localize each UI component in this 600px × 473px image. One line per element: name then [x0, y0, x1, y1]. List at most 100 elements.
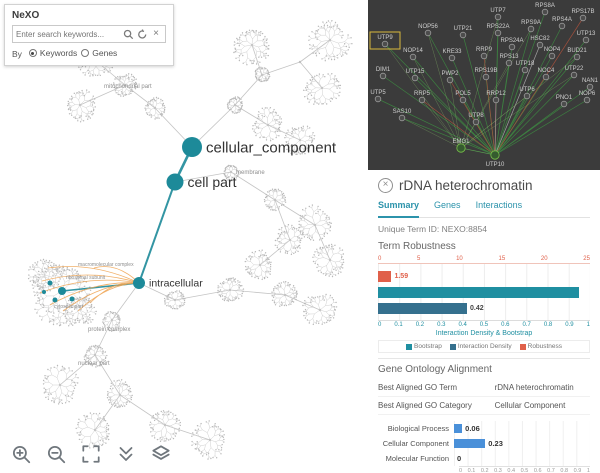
network-node[interactable]: [560, 100, 568, 108]
search-mode-genes[interactable]: Genes: [81, 48, 117, 58]
radio-icon[interactable]: [81, 49, 90, 57]
network-node-label: NAN1: [582, 78, 599, 84]
network-node[interactable]: [573, 53, 581, 61]
robustness-bar: [378, 271, 392, 282]
network-node[interactable]: [480, 52, 488, 60]
network-node[interactable]: [527, 25, 535, 33]
network-node[interactable]: [542, 73, 550, 81]
tree-branches: [59, 39, 331, 441]
tree-term-label: cytosolic part: [54, 304, 84, 310]
network-node[interactable]: [582, 36, 590, 44]
network-node[interactable]: [523, 92, 531, 100]
network-node[interactable]: [459, 31, 467, 39]
network-node[interactable]: [409, 53, 417, 61]
bottom-axis-tick: 0.1: [394, 322, 403, 328]
bottom-axis-tick: 0.6: [501, 322, 510, 328]
network-node[interactable]: [548, 52, 556, 60]
network-node[interactable]: [379, 72, 387, 80]
fit-view-button[interactable]: [78, 441, 104, 467]
network-node[interactable]: [536, 41, 544, 49]
network-node[interactable]: [505, 59, 513, 67]
network-node-label: NOP14: [403, 48, 423, 54]
tree-node-label: intracellular: [149, 278, 203, 290]
network-node-label: UTP18: [516, 61, 535, 67]
network-node[interactable]: [374, 95, 382, 103]
tree-cluster-node[interactable]: [69, 296, 75, 302]
network-edges-secondary: [384, 16, 578, 156]
network-node[interactable]: [570, 71, 578, 79]
network-node[interactable]: [586, 83, 594, 91]
tree-node-cellular-component[interactable]: [182, 137, 202, 157]
app-title: NeXO: [12, 10, 40, 21]
network-node[interactable]: [558, 22, 566, 30]
tree-cluster-node[interactable]: [42, 290, 46, 294]
search-input[interactable]: [16, 29, 120, 39]
unique-term-id: Unique Term ID: NEXO:8854: [378, 224, 590, 234]
collapse-button[interactable]: [113, 441, 139, 467]
network-node[interactable]: [472, 118, 480, 126]
network-node[interactable]: [508, 43, 516, 51]
network-node[interactable]: [490, 150, 500, 160]
network-node-label: RRP12: [486, 91, 506, 97]
network-node-label: NOP4: [544, 47, 561, 53]
zoom-out-button[interactable]: [43, 441, 69, 467]
network-node[interactable]: [398, 114, 406, 122]
network-node[interactable]: [521, 66, 529, 74]
close-icon[interactable]: ×: [378, 178, 393, 193]
go-row-label: Best Aligned GO Term: [378, 383, 457, 392]
network-node[interactable]: [381, 40, 389, 48]
network-node[interactable]: [456, 143, 466, 153]
tree-node-intracellular[interactable]: [133, 277, 145, 289]
zoom-in-button[interactable]: [8, 441, 34, 467]
network-node[interactable]: [579, 14, 587, 22]
network-node[interactable]: [418, 96, 426, 104]
tree-cluster-node[interactable]: [52, 297, 58, 303]
network-node[interactable]: [541, 8, 549, 16]
tree-term-label: mitochondrial part: [104, 84, 152, 90]
network-node-label: PWP2: [441, 71, 459, 77]
search-box: ×: [12, 25, 166, 43]
term-id-label: Unique Term ID:: [378, 224, 440, 234]
network-node-label: UTP8: [468, 113, 484, 119]
search-mode-keywords[interactable]: Keywords: [28, 48, 77, 58]
network-node[interactable]: [583, 96, 591, 104]
tab-summary[interactable]: Summary: [378, 200, 420, 218]
tab-genes[interactable]: Genes: [434, 200, 461, 210]
go-axis-tick: 0.6: [533, 468, 542, 473]
tree-node-cell-part[interactable]: [166, 173, 184, 191]
network-node[interactable]: [459, 96, 467, 104]
tree-cluster-node[interactable]: [47, 280, 53, 286]
clear-icon[interactable]: ×: [153, 28, 159, 39]
go-row-value: Cellular Component: [494, 401, 566, 410]
robustness-bar-row: 0.42: [378, 302, 590, 315]
network-node[interactable]: [482, 73, 490, 81]
layers-icon: [152, 445, 170, 460]
go-axis-tick: 0.1: [467, 468, 476, 473]
tree-term-label: ribosomal subunit: [66, 275, 106, 281]
network-edges: [494, 44, 541, 156]
layers-button[interactable]: [148, 441, 174, 467]
network-node-label: DIM1: [376, 67, 391, 73]
tree-cluster-node[interactable]: [58, 287, 66, 295]
network-node[interactable]: [446, 76, 454, 84]
tab-interactions[interactable]: Interactions: [475, 200, 523, 210]
network-node[interactable]: [411, 74, 419, 82]
legend-label: Interaction Density: [457, 343, 512, 350]
network-node[interactable]: [448, 54, 456, 62]
network-node[interactable]: [424, 29, 432, 37]
zoom-in-icon: [12, 445, 31, 464]
network-node-label: NOP56: [418, 24, 438, 30]
network-node[interactable]: [492, 96, 500, 104]
search-icon[interactable]: [122, 28, 134, 40]
reset-icon[interactable]: [136, 28, 148, 40]
radio-icon[interactable]: [28, 49, 37, 57]
network-node-label: NOC4: [538, 68, 555, 74]
network-node-label: PNO1: [556, 95, 573, 101]
network-node[interactable]: [494, 29, 502, 37]
network-node[interactable]: [494, 13, 502, 21]
